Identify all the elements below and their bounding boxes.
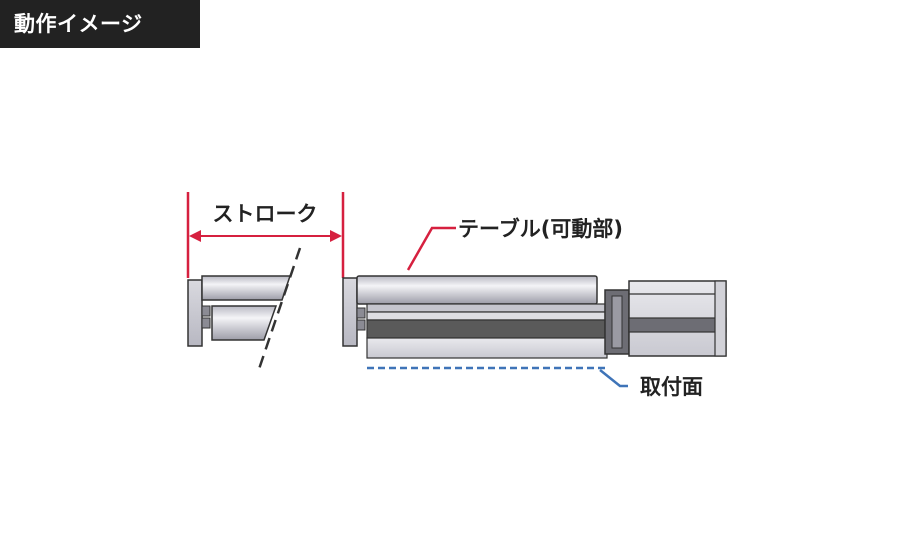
- table-callout: テーブル(可動部): [406, 217, 623, 271]
- movable-table: [356, 275, 598, 305]
- mounting-surface-callout: 取付面: [367, 366, 703, 399]
- stroke-label: ストローク: [213, 202, 318, 226]
- mount-label: 取付面: [640, 375, 703, 399]
- actuator-body: [342, 275, 727, 359]
- page-title: 動作イメージ: [0, 0, 200, 48]
- arrowhead-left-icon: [189, 230, 201, 242]
- mounting-base: [366, 337, 608, 359]
- arrowhead-right-icon: [330, 230, 342, 242]
- retracted-position-outline: [187, 247, 302, 373]
- stroke-dimension: ストローク: [186, 192, 345, 278]
- table-label: テーブル(可動部): [458, 217, 623, 241]
